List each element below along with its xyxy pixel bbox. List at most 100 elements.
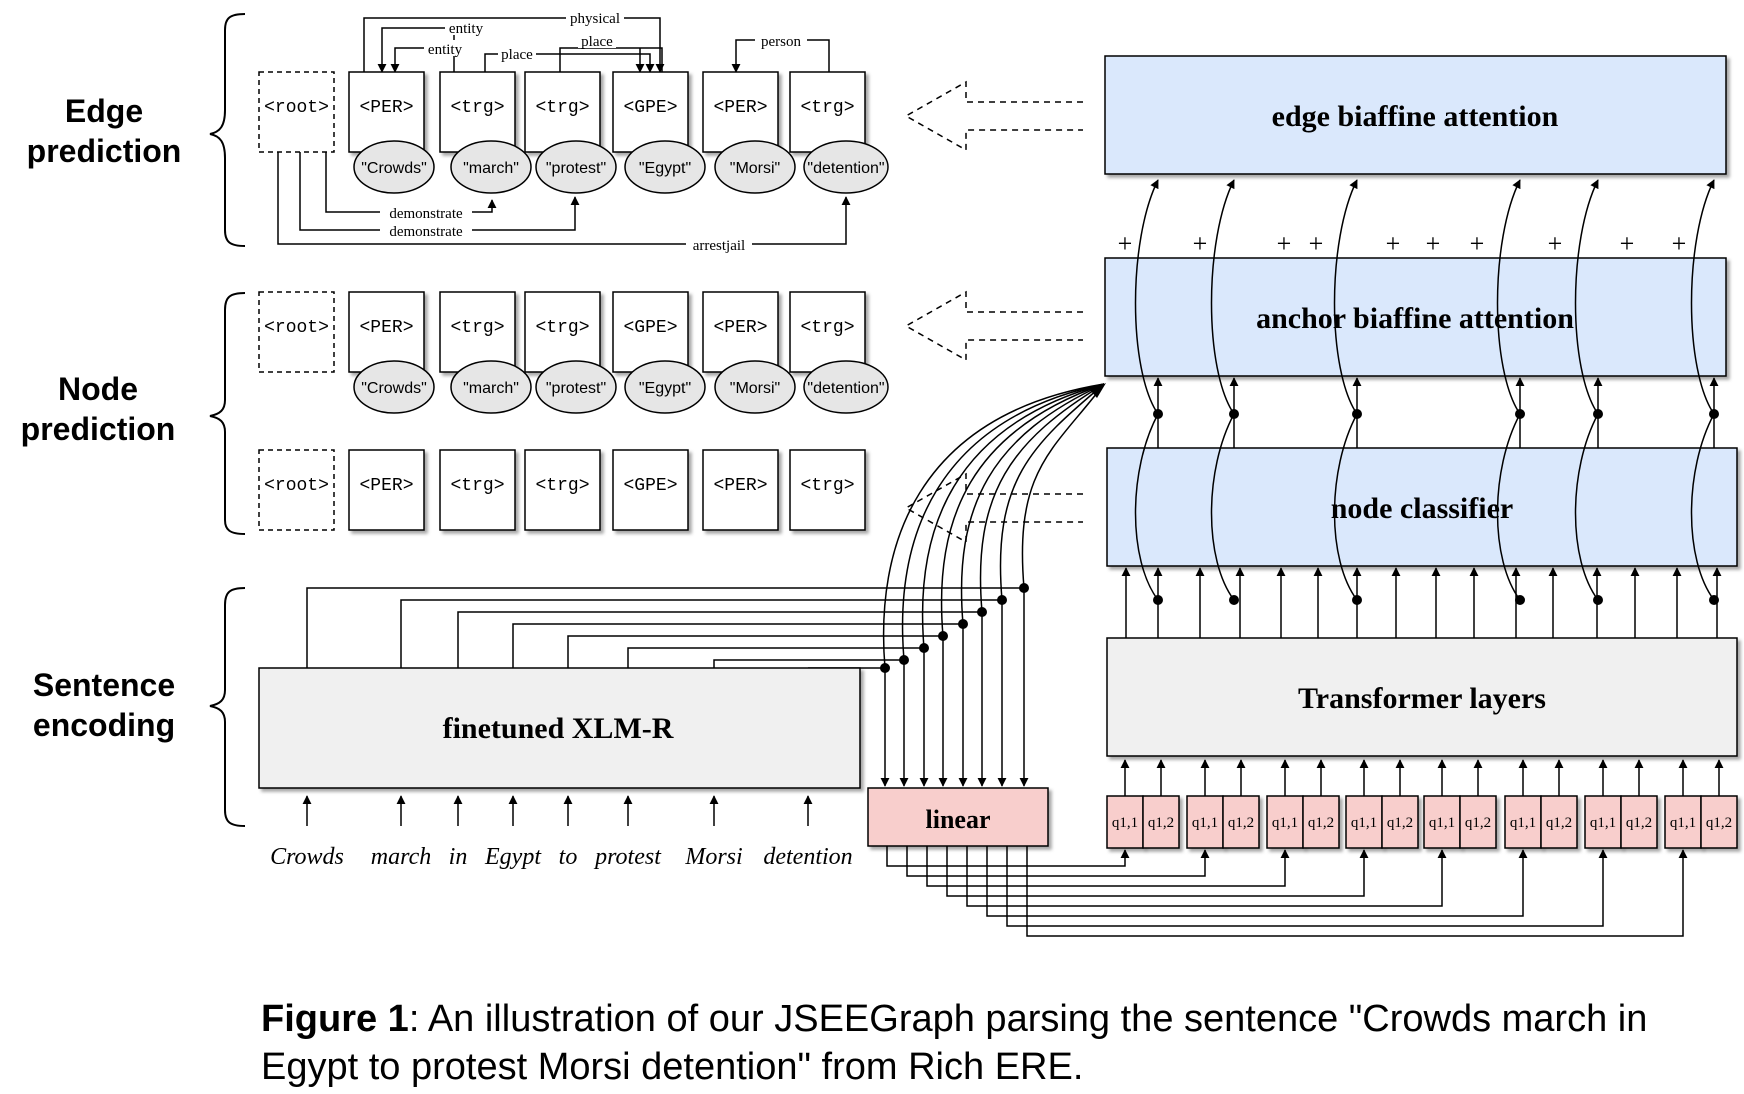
query-token bbox=[1620, 795, 1658, 849]
query-token bbox=[1540, 795, 1578, 849]
hollow-arrow-anchor bbox=[904, 290, 1083, 362]
stage-sentence-line2: encoding bbox=[33, 707, 175, 743]
query-label: q1,1 bbox=[1510, 815, 1536, 831]
anchor-ellipse bbox=[535, 360, 617, 414]
tag-label: <trg> bbox=[450, 318, 504, 338]
plus-sign: + bbox=[1118, 229, 1133, 258]
transformer-label: Transformer layers bbox=[1298, 682, 1546, 715]
anchor-label: "Crowds" bbox=[361, 380, 427, 397]
edge-biaffine-label: edge biaffine attention bbox=[1272, 100, 1559, 133]
tag-label: <trg> bbox=[800, 476, 854, 496]
anchor-ellipse bbox=[353, 140, 435, 194]
tag-node bbox=[702, 449, 779, 531]
tag-node bbox=[524, 291, 601, 373]
sentence-word: protest bbox=[593, 844, 662, 870]
linear-label: linear bbox=[926, 805, 991, 834]
stage-node-prediction: Node prediction bbox=[21, 292, 246, 535]
stage-sentence-line1: Sentence bbox=[33, 667, 175, 703]
tag-label: <trg> bbox=[535, 98, 589, 118]
anchor-ellipse bbox=[450, 360, 532, 414]
hollow-arrow-node bbox=[904, 472, 1083, 544]
anchor-ellipse bbox=[624, 140, 706, 194]
tag-label: <PER> bbox=[713, 318, 767, 338]
anchor-biaffine-label: anchor biaffine attention bbox=[1256, 302, 1574, 335]
query-token bbox=[1222, 795, 1260, 849]
query-label: q1,2 bbox=[1546, 815, 1572, 831]
edge-physical bbox=[363, 17, 665, 73]
tag-label: <trg> bbox=[800, 318, 854, 338]
sentence-brace bbox=[209, 587, 246, 827]
label-place-short: place bbox=[581, 34, 613, 50]
sentence-word: Crowds bbox=[270, 844, 344, 870]
label-demonstrate-1: demonstrate bbox=[389, 206, 463, 222]
anchor-ellipse bbox=[353, 360, 435, 414]
tag-label: <PER> bbox=[359, 318, 413, 338]
node-rows: <root> <PER> <trg> <trg> <GPE> <PER> <trg> "Cro… bbox=[258, 71, 889, 531]
anchor-label: "Morsi" bbox=[730, 380, 780, 397]
sentence-word: march bbox=[371, 844, 431, 870]
query-label: q1,2 bbox=[1387, 815, 1413, 831]
edge-place-short-line bbox=[559, 47, 663, 72]
anchor-ellipse bbox=[803, 140, 889, 194]
sentence-word: Morsi bbox=[684, 844, 742, 870]
tag-label: <GPE> bbox=[623, 476, 677, 496]
tag-node bbox=[702, 71, 779, 153]
caption-label: Figure 1 bbox=[261, 998, 409, 1040]
tag-node bbox=[789, 449, 866, 531]
query-label: q1,2 bbox=[1706, 815, 1732, 831]
stage-node-line2: prediction bbox=[21, 411, 176, 447]
tag-node bbox=[439, 449, 516, 531]
label-arrestjail: arrestjail bbox=[693, 238, 745, 254]
tag-label: <trg> bbox=[535, 318, 589, 338]
plus-sign: + bbox=[1309, 229, 1324, 258]
tag-node bbox=[789, 71, 866, 153]
tag-label: <trg> bbox=[535, 476, 589, 496]
sentence-word: detention bbox=[763, 844, 852, 870]
tag-label: <PER> bbox=[359, 98, 413, 118]
label-demonstrate-2: demonstrate bbox=[389, 224, 463, 240]
tag-label: <trg> bbox=[800, 98, 854, 118]
node-brace bbox=[209, 292, 246, 535]
plus-sign: + bbox=[1426, 229, 1441, 258]
query-label: q1,1 bbox=[1429, 815, 1455, 831]
tag-label: <trg> bbox=[450, 476, 504, 496]
sentence-word: to bbox=[559, 844, 578, 870]
right-column-flow: ++++++++++ bbox=[1118, 179, 1722, 638]
label-physical: physical bbox=[570, 11, 620, 27]
stage-edge-line1: Edge bbox=[65, 93, 143, 129]
anchor-label: "detention" bbox=[807, 380, 884, 397]
anchor-label: "protest" bbox=[546, 380, 606, 397]
anchor-label: "Crowds" bbox=[361, 160, 427, 177]
linear-block bbox=[867, 787, 1049, 847]
tag-node bbox=[789, 291, 866, 373]
query-token bbox=[1186, 795, 1224, 849]
tag-label: <PER> bbox=[359, 476, 413, 496]
tag-label: <root> bbox=[264, 98, 329, 118]
query-label: q1,2 bbox=[1148, 815, 1174, 831]
tag-node bbox=[439, 71, 516, 153]
root-node bbox=[258, 71, 335, 153]
plus-sign: + bbox=[1672, 229, 1687, 258]
tag-node bbox=[612, 71, 689, 153]
anchor-label: "march" bbox=[463, 380, 519, 397]
query-label: q1,1 bbox=[1272, 815, 1298, 831]
xlmr-label: finetuned XLM-R bbox=[443, 712, 674, 745]
root-node bbox=[258, 449, 335, 531]
tag-label: <GPE> bbox=[623, 98, 677, 118]
hollow-arrows bbox=[904, 80, 1083, 544]
edge-biaffine-block bbox=[1104, 55, 1727, 175]
query-label: q1,2 bbox=[1465, 815, 1491, 831]
tag-label: <trg> bbox=[450, 98, 504, 118]
plus-sign: + bbox=[1620, 229, 1635, 258]
query-token bbox=[1106, 795, 1144, 849]
tag-node bbox=[612, 449, 689, 531]
anchor-ellipse bbox=[535, 140, 617, 194]
plus-sign: + bbox=[1470, 229, 1485, 258]
tag-node bbox=[348, 291, 425, 373]
anchor-ellipse bbox=[624, 360, 706, 414]
edge-prediction-graph: physical entity entity place place perso… bbox=[277, 9, 851, 254]
stage-edge-line2: prediction bbox=[27, 133, 182, 169]
tag-node bbox=[612, 291, 689, 373]
tag-label: <root> bbox=[264, 476, 329, 496]
